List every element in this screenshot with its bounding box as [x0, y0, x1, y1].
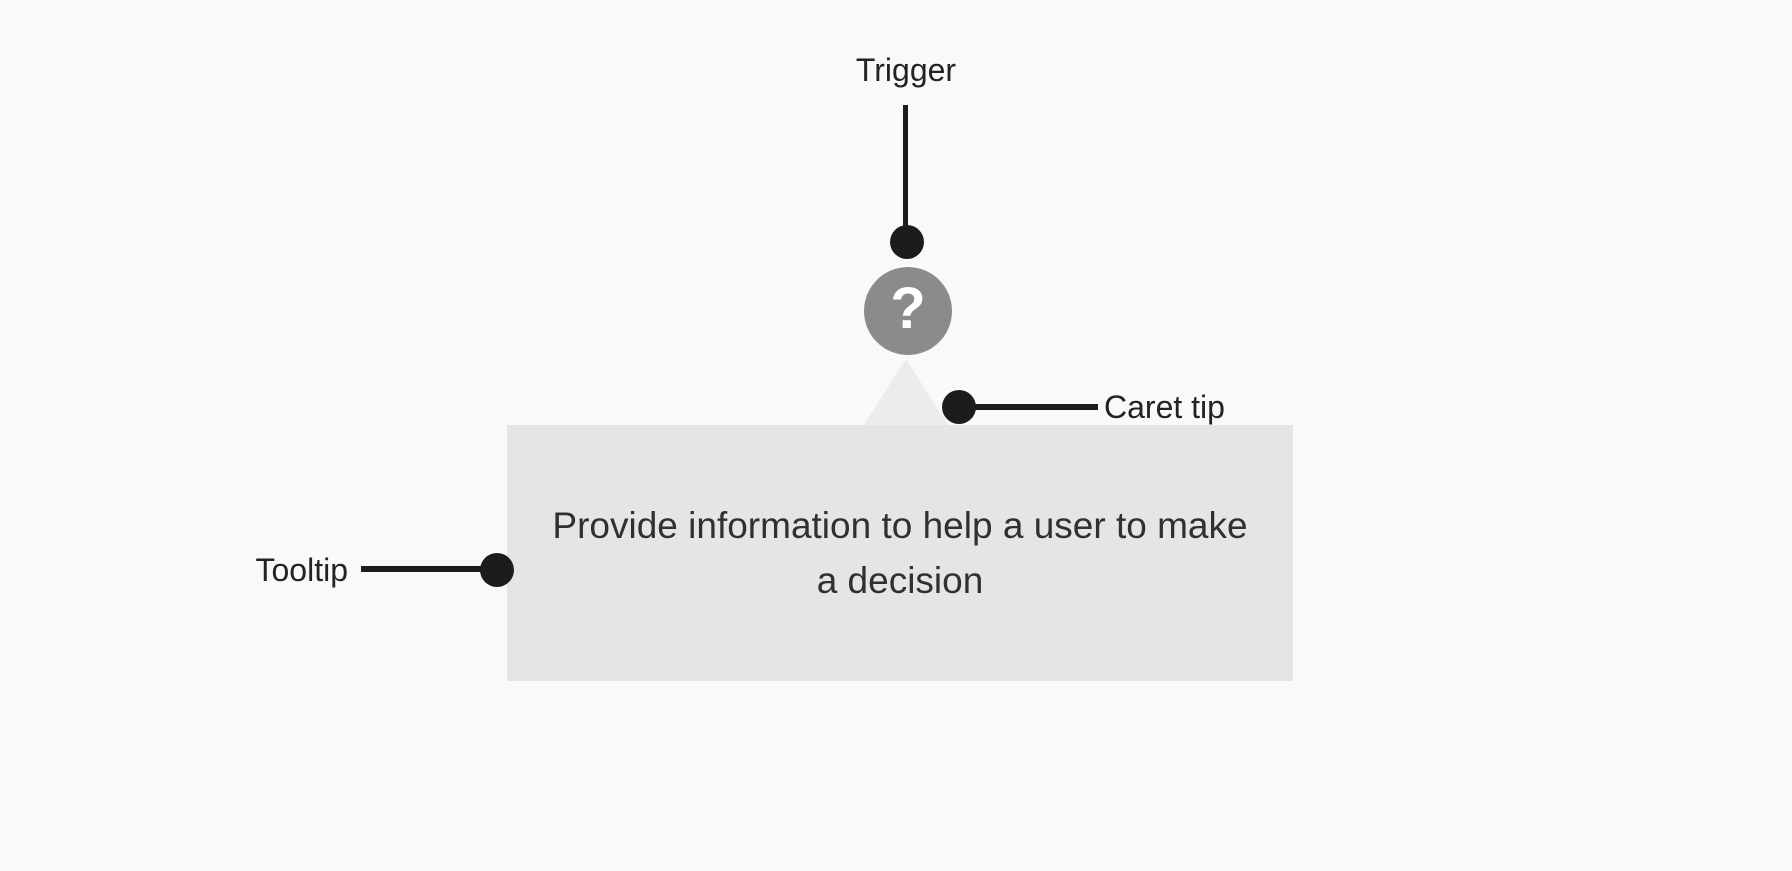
question-mark-icon: ? [890, 276, 926, 341]
tooltip: Provide information to help a user to ma… [507, 425, 1293, 681]
tooltip-caret [864, 359, 948, 425]
help-trigger-button[interactable]: ? [864, 267, 952, 355]
trigger-annotation-label: Trigger [855, 52, 957, 88]
caret-tip-connector-dot [942, 390, 976, 424]
tooltip-annotation-label: Tooltip [255, 552, 349, 588]
tooltip-text: Provide information to help a user to ma… [552, 505, 1248, 601]
tooltip-connector-dot [480, 553, 514, 587]
trigger-connector-line [903, 105, 908, 237]
caret-tip-connector-line [959, 404, 1098, 410]
tooltip-connector-line [361, 566, 497, 572]
trigger-connector-dot [890, 225, 924, 259]
caret-tip-annotation-label: Caret tip [1104, 389, 1225, 425]
